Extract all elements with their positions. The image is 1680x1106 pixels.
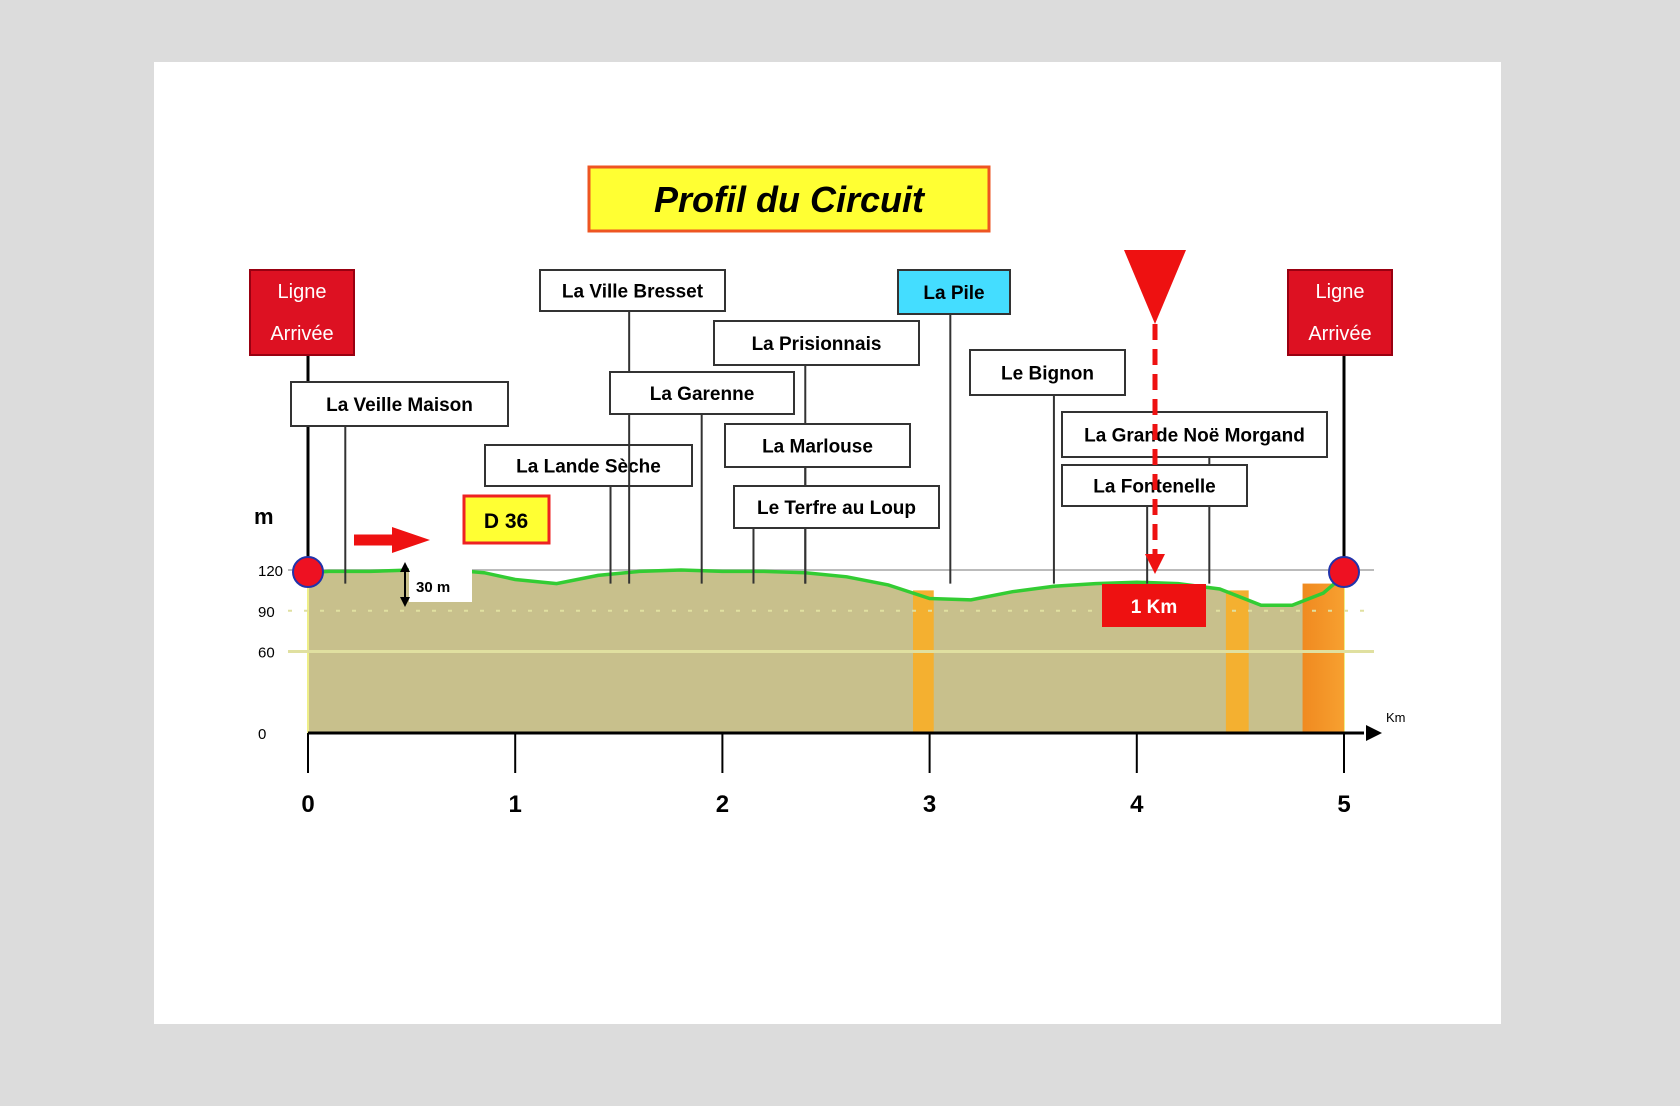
finish-box-start xyxy=(249,269,355,356)
highlight-band xyxy=(1225,590,1249,733)
highlight-band xyxy=(1302,583,1344,733)
x-axis-arrow-icon xyxy=(1366,725,1382,741)
x-tick-label: 1 xyxy=(509,791,522,818)
last-km-flag-icon xyxy=(1124,250,1186,324)
place-label: La Garenne xyxy=(650,384,755,405)
direction-arrow-icon xyxy=(392,527,430,553)
x-tick-label: 2 xyxy=(716,791,729,818)
last-km-label: 1 Km xyxy=(1131,597,1177,618)
finish-box-end xyxy=(1287,269,1393,356)
height-diff-box xyxy=(409,567,472,602)
height-diff-arrow-down-icon xyxy=(400,597,410,607)
title-box xyxy=(587,165,991,233)
place-label: La Prisionnais xyxy=(752,334,882,355)
label-layer: La Veille Maison La Lande Sèche La Ville B… xyxy=(290,269,1328,584)
place-label: La Ville Bresset xyxy=(562,282,704,303)
x-tick-label: 0 xyxy=(301,791,314,818)
tick-layer: 0 1 2 3 4 5 120 90 60 0 xyxy=(258,563,1351,818)
height-diff-label: 30 m xyxy=(416,579,450,596)
chart-title: Profil du Circuit xyxy=(654,179,926,220)
finish-start-line2: Arrivée xyxy=(270,323,333,345)
place-label: La Grande Noë Morgand xyxy=(1084,426,1305,447)
y-tick-label: 0 xyxy=(258,726,266,743)
place-label-box xyxy=(484,444,693,487)
place-label: Le Bignon xyxy=(1001,364,1094,385)
y-tick-label: 60 xyxy=(258,645,275,662)
last-km-arrow-icon xyxy=(1145,554,1165,574)
place-label: Le Terfre au Loup xyxy=(757,498,916,519)
x-tick-label: 5 xyxy=(1337,791,1350,818)
y-tick-label: 120 xyxy=(258,563,283,580)
chart-frame: Profil du Circuit La Veille Maison La Lan… xyxy=(154,62,1501,1024)
road-sign xyxy=(462,494,551,545)
place-label-box xyxy=(290,381,509,427)
x-tick-label: 4 xyxy=(1130,791,1144,818)
band-layer xyxy=(913,583,1344,733)
place-label-box xyxy=(609,371,795,415)
place-label-box xyxy=(897,269,1011,315)
place-label-box xyxy=(1061,411,1328,458)
highlight-band xyxy=(913,590,934,733)
place-label: La Veille Maison xyxy=(326,395,473,416)
elevation-profile-chart: Profil du Circuit La Veille Maison La Lan… xyxy=(249,165,1406,818)
y-axis-label: m xyxy=(254,504,274,529)
place-label-box xyxy=(539,269,726,312)
x-tick-label: 3 xyxy=(923,791,936,818)
place-label: La Lande Sèche xyxy=(516,457,661,478)
height-diff-arrow-up-icon xyxy=(400,562,410,572)
place-label-box xyxy=(713,320,920,366)
finish-dot xyxy=(1328,556,1360,588)
start-dot xyxy=(292,556,324,588)
finish-start-line1: Ligne xyxy=(278,281,327,303)
finish-end-line1: Ligne xyxy=(1316,281,1365,303)
finish-end-line2: Arrivée xyxy=(1308,323,1371,345)
road-sign-label: D 36 xyxy=(484,510,528,533)
place-label-box xyxy=(733,485,940,529)
x-axis-label: Km xyxy=(1386,710,1406,725)
place-label: La Pile xyxy=(923,283,984,304)
last-km-box xyxy=(1102,584,1206,627)
place-label: La Marlouse xyxy=(762,437,873,458)
y-tick-label: 90 xyxy=(258,604,275,621)
place-label-box xyxy=(724,423,911,468)
place-label-box xyxy=(969,349,1126,396)
